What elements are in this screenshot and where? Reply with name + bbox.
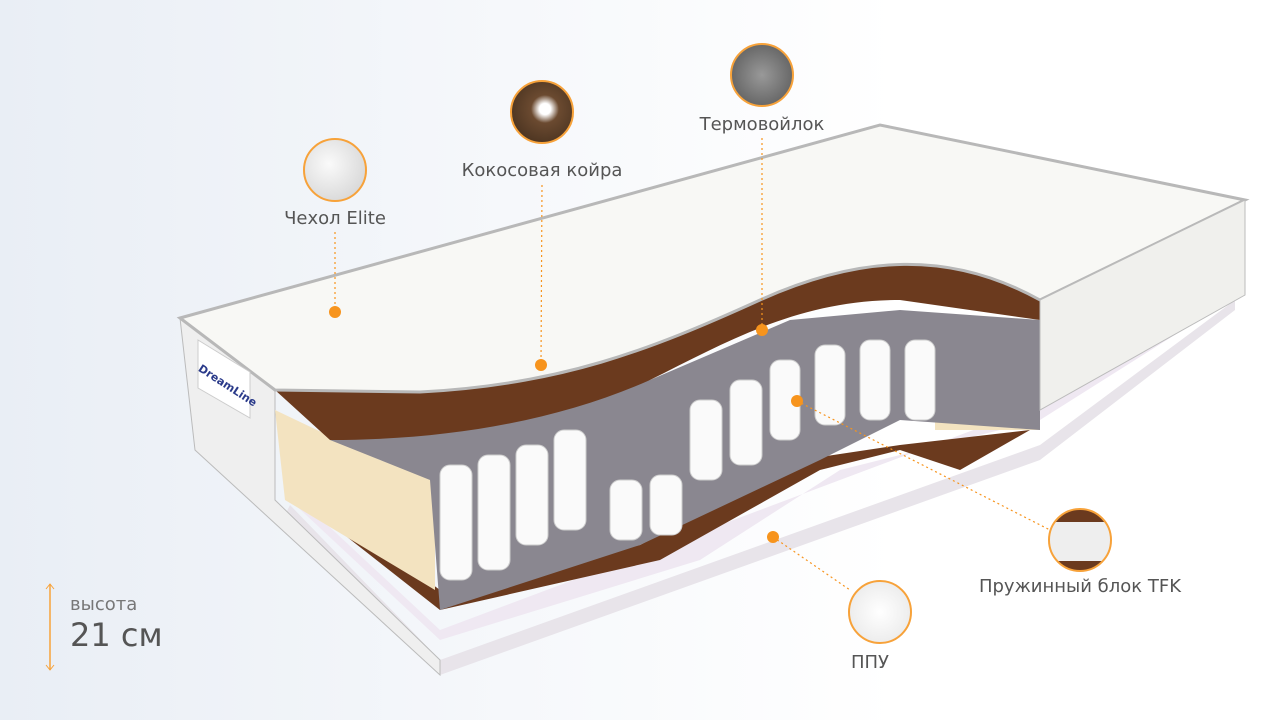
label-foam: ППУ [850,652,890,673]
side-foam [275,410,435,590]
hotspot-cover [329,306,341,318]
springs-thumbnail [1048,508,1112,572]
bottom-coir [300,430,1030,610]
mattress-side-right [1039,199,1246,411]
label-cover: Чехол Elite [284,208,386,229]
hotspots [329,306,803,543]
height-value: 21 см [70,616,163,654]
top-coir [275,264,1045,440]
felt-thumbnail [730,43,794,107]
leader-lines [334,138,1051,591]
coir-thumbnail [510,80,574,144]
hotspot-foam [767,531,779,543]
height-arrow-icon [45,583,55,671]
hotspot-coir [535,359,547,371]
hotspot-felt [756,324,768,336]
label-springs: Пружинный блок TFK [978,576,1182,597]
brand-tag [197,339,251,419]
cover-thumbnail [303,138,367,202]
mattress-top [176,123,1250,394]
spring-block [439,339,936,581]
label-felt: Термовойлок [699,114,825,135]
height-caption: высота [70,594,138,615]
foam-thumbnail [848,580,912,644]
label-coir: Кокосовая койра [461,160,623,181]
hotspot-springs [791,395,803,407]
